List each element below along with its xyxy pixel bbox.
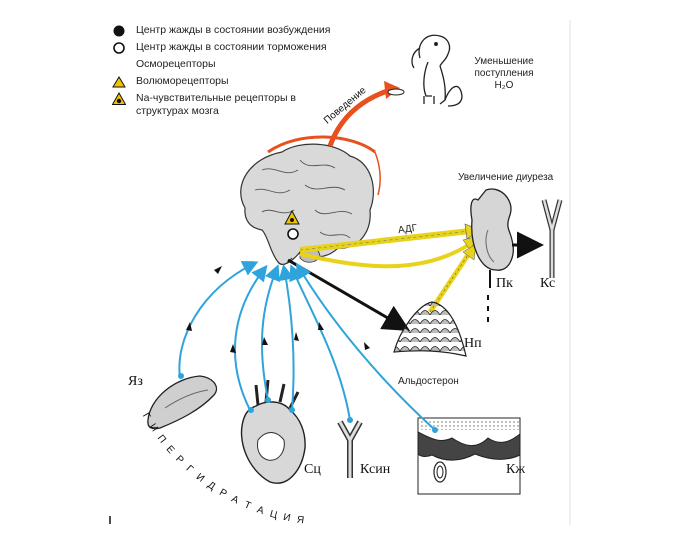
water-decrease-line1: Уменьшение — [474, 56, 534, 67]
afferent-skin — [295, 262, 436, 431]
inhibited-center-marker — [287, 228, 299, 240]
condition-letter: Р — [173, 454, 186, 467]
warning-triangle-icon — [112, 92, 126, 105]
condition-letter: Е — [164, 444, 177, 457]
receptor-endings — [178, 373, 438, 433]
diuresis-label: Увеличение диуреза — [458, 172, 554, 183]
filled-circle-icon — [113, 25, 125, 37]
legend-row-volumo: Волюморецепторы — [112, 75, 352, 92]
legend-na-text: Na-чувствительные рецепторы в структурах… — [136, 92, 296, 117]
condition-letter: Я — [296, 514, 305, 526]
water-bowl — [387, 88, 405, 96]
water-decrease-label: Уменьшение поступления H₂O — [464, 56, 544, 92]
skin-label: Кж — [506, 462, 526, 477]
condition-letter: И — [282, 512, 291, 524]
kidney-label: Пк — [496, 276, 513, 291]
legend: Центр жажды в состоянии возбуждения Цент… — [112, 24, 352, 122]
condition-letter: Т — [243, 500, 253, 513]
kidney-drawing — [470, 188, 514, 271]
tongue-drawing — [147, 375, 218, 430]
water-decrease-line3: H₂O — [494, 80, 514, 91]
legend-row-excited: Центр жажды в состоянии возбуждения — [112, 24, 352, 41]
na-receptor-dot — [290, 218, 294, 222]
heart-label: Сц — [304, 462, 321, 477]
condition-letter: А — [255, 504, 265, 517]
afferent-tongue — [178, 261, 259, 379]
legend-row-na: Na-чувствительные рецепторы в структурах… — [112, 92, 352, 122]
triangle-icon — [112, 76, 126, 88]
adh-arrow-lower — [299, 242, 472, 269]
bladder-label: Кс — [540, 276, 556, 291]
afferent-pathways — [178, 261, 436, 431]
na-receptor-marker — [284, 209, 300, 225]
vessel-label: Ксин — [360, 462, 391, 477]
behavior-arc — [267, 135, 376, 154]
efferent-arrow-adrenal — [287, 258, 411, 332]
legend-row-inhibited: Центр жажды в состоянии торможения — [112, 41, 352, 58]
afferent-heart-3 — [278, 264, 295, 411]
condition-letter: И — [194, 472, 206, 485]
condition-letter: Ц — [268, 509, 279, 522]
condition-letter: А — [229, 494, 240, 507]
afferent-heart-2 — [260, 264, 280, 401]
behavior-arc-tail — [374, 151, 381, 196]
afferent-flow-marks — [186, 266, 370, 353]
legend-osmo-text: Осморецепторы — [136, 58, 216, 70]
afferent-heart-1 — [234, 264, 268, 411]
urine-drops — [487, 270, 491, 322]
condition-letter: Г — [184, 463, 196, 475]
adrenal-drawing — [393, 301, 467, 357]
dog-drawing — [411, 34, 463, 107]
legend-excited-text: Центр жажды в состоянии возбуждения — [136, 24, 331, 36]
water-decrease-line2: поступления — [474, 68, 534, 79]
behavior-arrow — [327, 87, 391, 147]
tongue-label: Яз — [128, 374, 143, 389]
adrenal-label: Нп — [464, 336, 482, 351]
condition-letter: П — [155, 433, 168, 445]
skin-drawing — [417, 417, 521, 495]
aldosterone-label: Альдостерон — [398, 376, 459, 387]
afferent-vessel — [289, 264, 351, 421]
open-circle-icon — [113, 42, 125, 54]
legend-volumo-text: Волюморецепторы — [136, 75, 229, 87]
condition-letter: Д — [205, 480, 217, 493]
legend-inhibited-text: Центр жажды в состоянии торможения — [136, 41, 327, 53]
condition-letter: Г — [140, 411, 153, 422]
legend-row-osmo: Осморецепторы — [112, 58, 352, 75]
condition-letter: Р — [217, 487, 229, 500]
